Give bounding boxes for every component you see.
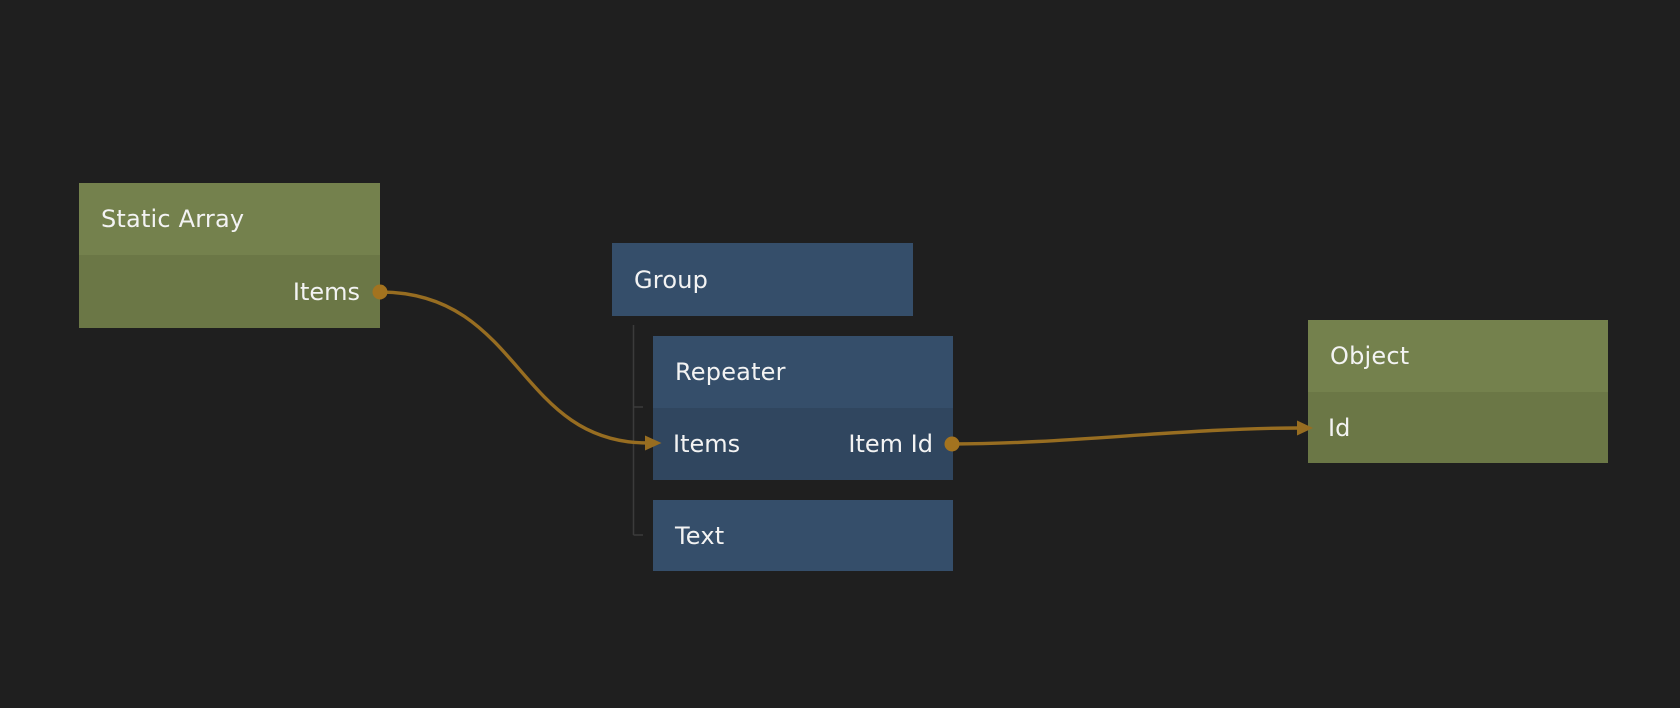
wire-arrowhead <box>1297 420 1313 436</box>
node-object[interactable]: Object Id <box>1308 320 1608 463</box>
output-port-dot-items[interactable] <box>372 284 388 300</box>
wire-arrowhead <box>645 435 662 451</box>
node-object-input-row: Id <box>1308 392 1608 463</box>
wire-repeater-itemid-to-object-id[interactable] <box>951 426 1300 446</box>
wire-staticarray-items-to-repeater-items[interactable] <box>379 290 649 445</box>
output-port-dot-item-id[interactable] <box>944 436 960 452</box>
